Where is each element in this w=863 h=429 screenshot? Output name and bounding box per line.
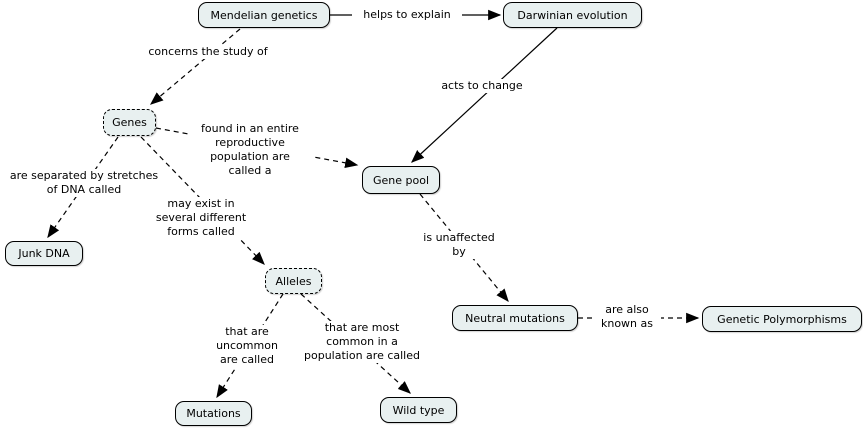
node-alleles[interactable]: Alleles xyxy=(265,268,322,294)
node-mutations[interactable]: Mutations xyxy=(175,401,252,426)
edge-genes-to-junk-dna xyxy=(47,136,119,239)
edge-label-acts-to-change[interactable]: acts to change xyxy=(434,79,530,93)
edge-label-found-in-population[interactable]: found in an entire reproductive populati… xyxy=(188,122,312,178)
node-neutral-mutations[interactable]: Neutral mutations xyxy=(452,305,578,331)
edge-mendelian-to-genes xyxy=(149,28,241,105)
edge-label-is-unaffected-by[interactable]: is unaffected by xyxy=(415,231,503,259)
edge-label-helps-to-explain[interactable]: helps to explain xyxy=(352,8,462,22)
node-mendelian-genetics[interactable]: Mendelian genetics xyxy=(198,2,330,28)
edge-label-are-also-known-as[interactable]: are also known as xyxy=(593,303,661,331)
node-gene-pool[interactable]: Gene pool xyxy=(362,166,440,194)
node-wild-type[interactable]: Wild type xyxy=(380,397,457,423)
edge-label-may-exist-in[interactable]: may exist in several different forms cal… xyxy=(148,197,254,239)
edge-label-are-separated-by[interactable]: are separated by stretches of DNA called xyxy=(0,169,170,197)
edge-label-that-are-uncommon[interactable]: that are uncommon are called xyxy=(208,325,286,367)
edge-genes-to-alleles xyxy=(140,136,265,265)
edge-label-concerns-the-study-of[interactable]: concerns the study of xyxy=(138,45,278,59)
node-junk-dna[interactable]: Junk DNA xyxy=(5,241,83,266)
node-darwinian-evolution[interactable]: Darwinian evolution xyxy=(503,2,642,28)
node-genes[interactable]: Genes xyxy=(103,109,156,136)
edge-alleles-to-mutations xyxy=(216,293,284,399)
edge-darwinian-to-gene-pool xyxy=(411,27,558,163)
edge-label-that-are-most-common[interactable]: that are most common in a population are… xyxy=(295,321,429,363)
node-genetic-polymorphisms[interactable]: Genetic Polymorphisms xyxy=(702,306,862,332)
